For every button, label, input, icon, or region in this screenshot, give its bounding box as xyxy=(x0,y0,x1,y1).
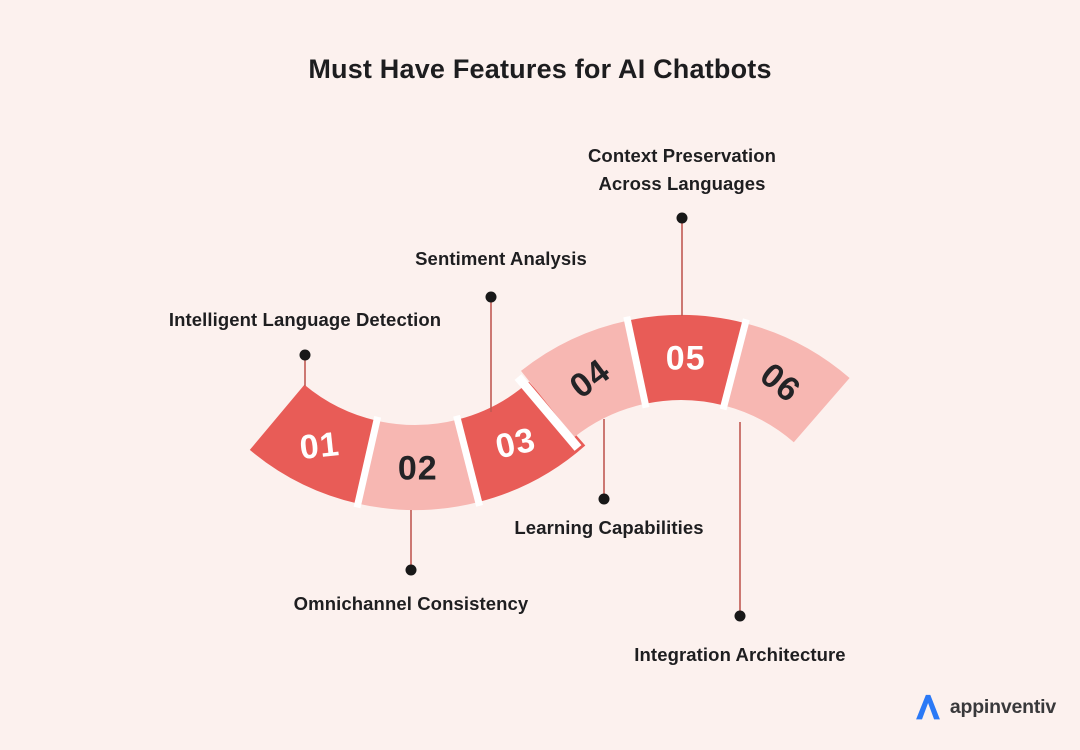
connector-dot-02 xyxy=(405,564,417,576)
segment-number-01: 01 xyxy=(298,425,342,467)
feature-label-02: Omnichannel Consistency xyxy=(293,593,529,614)
ribbon-segment-04 xyxy=(521,320,646,438)
feature-label-03: Sentiment Analysis xyxy=(415,248,587,269)
ribbon-segment-05 xyxy=(627,315,746,406)
appinventiv-logo: appinventiv xyxy=(913,691,1056,723)
segment-divider xyxy=(719,318,750,411)
connector-dot-06 xyxy=(734,610,746,622)
connector-dot-04 xyxy=(598,493,610,505)
ribbon-segment-02 xyxy=(357,419,479,511)
feature-label-04: Learning Capabilities xyxy=(514,517,704,538)
segment-divider xyxy=(623,315,650,409)
page-title: Must Have Features for AI Chatbots xyxy=(308,54,772,84)
segment-number-02: 02 xyxy=(398,450,438,488)
segment-number-03: 03 xyxy=(492,420,539,466)
feature-label-01: Intelligent Language Detection xyxy=(168,309,442,330)
segment-divider xyxy=(353,416,382,509)
appinventiv-a-icon xyxy=(915,694,940,720)
segment-divider xyxy=(453,414,483,507)
logo-text: appinventiv xyxy=(949,695,1056,718)
segment-number-05: 05 xyxy=(666,340,706,378)
connector-dot-03 xyxy=(485,291,497,303)
feature-label-06: Integration Architecture xyxy=(634,644,846,665)
ribbon-segment-06 xyxy=(724,323,850,443)
connector-dot-05 xyxy=(676,212,688,224)
ribbon-segment-03 xyxy=(457,381,586,502)
ribbon-segment-01 xyxy=(249,384,377,504)
segment-divider-joint xyxy=(514,374,582,451)
connector-dot-01 xyxy=(299,349,311,361)
